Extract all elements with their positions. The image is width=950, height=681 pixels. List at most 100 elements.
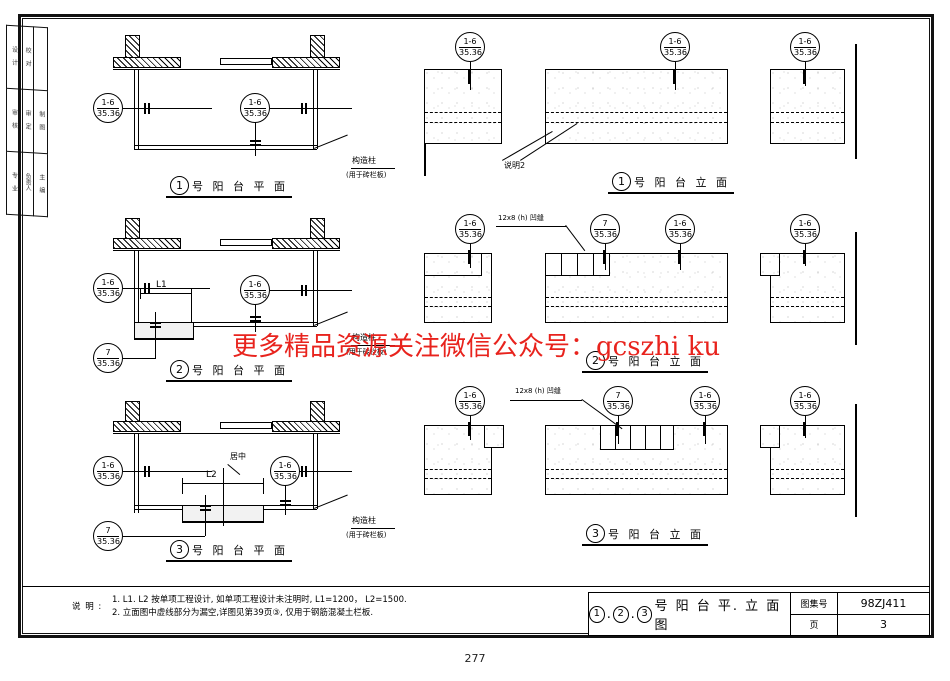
section-tick bbox=[803, 250, 805, 264]
section-tick bbox=[703, 422, 705, 436]
callout-sheet-no: 35.36 bbox=[669, 228, 692, 239]
detail-callout-bubble[interactable]: 1-6 35.36 bbox=[93, 273, 123, 303]
elevation-panel bbox=[545, 69, 728, 144]
stamp-text: 设 计 bbox=[10, 45, 18, 65]
stamp-cell: 主 编 bbox=[33, 152, 48, 217]
wall-pier-hatch bbox=[125, 218, 140, 239]
door-opening bbox=[220, 58, 272, 65]
end-wall bbox=[855, 232, 858, 345]
section-tick bbox=[678, 250, 680, 264]
section-cut-line bbox=[150, 471, 212, 472]
watermark-text: 更多精品资源关注微信公众号：gcszhi ku bbox=[232, 332, 721, 362]
note-line: 2. 立面图中虚线部分为漏空,详图见第39页③, 仅用于钢筋混凝土栏板. bbox=[112, 608, 374, 619]
elevation-panel bbox=[770, 69, 845, 144]
page-key-label: 页 bbox=[791, 614, 838, 635]
detail-callout-bubble[interactable]: 1-6 35.36 bbox=[93, 456, 123, 486]
wall-hatch bbox=[272, 238, 340, 249]
callout-sheet-no: 35.36 bbox=[459, 228, 482, 239]
figure-title-underline bbox=[166, 380, 292, 382]
detail-callout-bubble[interactable]: 7 35.36 bbox=[93, 343, 123, 373]
balcony-side-line bbox=[138, 69, 139, 149]
section-tick bbox=[468, 70, 470, 84]
section-cut-line bbox=[290, 290, 352, 291]
recess-edge bbox=[134, 338, 194, 340]
balcony-side-line bbox=[313, 69, 314, 149]
stamp-text: 负责人 bbox=[24, 172, 32, 192]
title-block-text: 号 阳 台 平. 立 面 图 bbox=[654, 599, 782, 633]
elevation-panel-step bbox=[760, 253, 780, 276]
callout-leader bbox=[123, 358, 156, 359]
callout-leader bbox=[805, 416, 806, 438]
callout-leader bbox=[123, 471, 150, 472]
detail-callout-bubble[interactable]: 1-6 35.36 bbox=[270, 456, 300, 486]
detail-callout-bubble[interactable]: 7 35.36 bbox=[590, 214, 620, 244]
detail-callout-bubble[interactable]: 1-6 35.36 bbox=[93, 93, 123, 123]
groove-divider bbox=[645, 426, 647, 450]
detail-callout-bubble[interactable]: 1-6 35.36 bbox=[240, 93, 270, 123]
door-opening bbox=[220, 239, 272, 246]
callout-leader bbox=[705, 416, 706, 444]
figure-number: 1 bbox=[170, 176, 189, 195]
stamp-row: 设 计 校 对 bbox=[6, 25, 48, 91]
callout-detail-no: 1-6 bbox=[698, 390, 712, 400]
detail-callout-bubble[interactable]: 1-6 35.36 bbox=[790, 32, 820, 62]
structural-column-label: 构造柱 bbox=[352, 516, 376, 525]
notes-divider bbox=[22, 586, 930, 588]
elevation-panel-step bbox=[424, 253, 482, 276]
void-dash-line bbox=[425, 122, 501, 123]
groove-label: 12x8 (h) 凹缝 bbox=[498, 214, 544, 222]
elevation-panel bbox=[424, 69, 502, 144]
section-tick bbox=[250, 144, 261, 146]
callout-sheet-no: 35.36 bbox=[97, 470, 120, 481]
callout-detail-no: 1-6 bbox=[101, 97, 115, 107]
void-dash-line bbox=[771, 478, 844, 479]
callout-detail-no: 1-6 bbox=[673, 218, 687, 228]
stamp-text: 审 定 bbox=[24, 109, 32, 129]
figure-title-text: 号 阳 台 立 面 bbox=[608, 354, 704, 368]
dimension-tick bbox=[191, 288, 193, 322]
void-dash-line bbox=[771, 306, 844, 307]
dimension-line-l2 bbox=[182, 483, 264, 484]
callout-sheet-no: 35.36 bbox=[794, 228, 817, 239]
detail-callout-bubble[interactable]: 1-6 35.36 bbox=[455, 32, 485, 62]
stamp-cell: 负责人 bbox=[20, 152, 34, 216]
wall-hatch bbox=[272, 421, 340, 432]
detail-callout-bubble[interactable]: 1-6 35.36 bbox=[455, 386, 485, 416]
detail-callout-bubble[interactable]: 7 35.36 bbox=[603, 386, 633, 416]
section-tick bbox=[673, 70, 675, 84]
section-cut-line bbox=[150, 108, 212, 109]
label-underline bbox=[351, 528, 395, 529]
detail-callout-bubble[interactable]: 1-6 35.36 bbox=[790, 386, 820, 416]
detail-callout-bubble[interactable]: 7 35.36 bbox=[93, 521, 123, 551]
stamp-text: 专 业 bbox=[10, 171, 18, 191]
section-tick bbox=[280, 504, 291, 506]
figure-number: 1 bbox=[612, 172, 631, 191]
callout-detail-no: 7 bbox=[602, 218, 608, 228]
void-dash-line bbox=[425, 469, 491, 470]
groove-divider bbox=[615, 426, 617, 450]
detail-callout-bubble[interactable]: 1-6 35.36 bbox=[790, 214, 820, 244]
detail-callout-bubble[interactable]: 1-6 35.36 bbox=[240, 275, 270, 305]
figure-title-plan-3: 3 号 阳 台 平 面 bbox=[170, 540, 288, 559]
groove-divider bbox=[660, 426, 662, 450]
callout-leader bbox=[270, 290, 292, 291]
figure-title-underline bbox=[582, 371, 708, 373]
note-line: 1. L1. L2 按单项工程设计, 如单项工程设计未注明时, L1=1200，… bbox=[112, 595, 407, 605]
callout-leader bbox=[270, 108, 292, 109]
wall-pier-hatch bbox=[310, 35, 325, 58]
title-block: 1 . 2 . 3 号 阳 台 平. 立 面 图 图集号 98ZJ411 页 3 bbox=[588, 592, 930, 636]
detail-callout-bubble[interactable]: 1-6 35.36 bbox=[665, 214, 695, 244]
page-number-value: 3 bbox=[880, 618, 887, 632]
figure-number: 3 bbox=[586, 524, 605, 543]
detail-callout-bubble[interactable]: 1-6 35.36 bbox=[690, 386, 720, 416]
callout-leader bbox=[470, 416, 471, 440]
structural-column-note: (用于砖栏板) bbox=[346, 348, 387, 356]
detail-callout-bubble[interactable]: 1-6 35.36 bbox=[455, 214, 485, 244]
callout-detail-no: 1-6 bbox=[463, 390, 477, 400]
callout-leader bbox=[680, 244, 681, 270]
callout-sheet-no: 35.36 bbox=[459, 46, 482, 57]
elevation-panel bbox=[770, 425, 845, 495]
detail-callout-bubble[interactable]: 1-6 35.36 bbox=[660, 32, 690, 62]
stamp-row: 专 业 负责人 主 编 bbox=[6, 151, 48, 217]
wall-hatch bbox=[113, 238, 181, 249]
